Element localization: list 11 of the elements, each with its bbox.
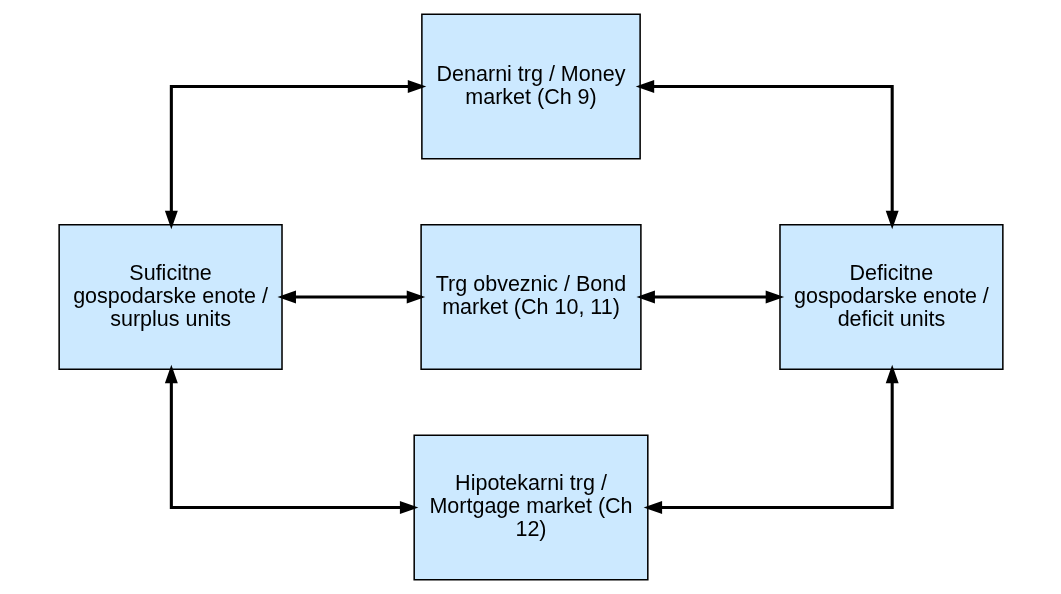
node-box: Trg obveznic / Bond market (Ch 10, 11) (419, 224, 642, 370)
node-box: Suficitne gospodarske enote / surplus units (57, 224, 283, 370)
arrow (643, 364, 899, 515)
node-box: Denarni trg / Money market (Ch 9) (420, 13, 641, 160)
arrow (277, 290, 425, 304)
node-box: Hipotekarni trg / Mortgage market (Ch 12) (412, 434, 649, 581)
node-box: Deficitne gospodarske enote / deficit units (778, 224, 1004, 370)
arrow (164, 79, 426, 230)
arrow (635, 290, 784, 304)
arrow (164, 364, 418, 515)
arrow (635, 79, 899, 230)
